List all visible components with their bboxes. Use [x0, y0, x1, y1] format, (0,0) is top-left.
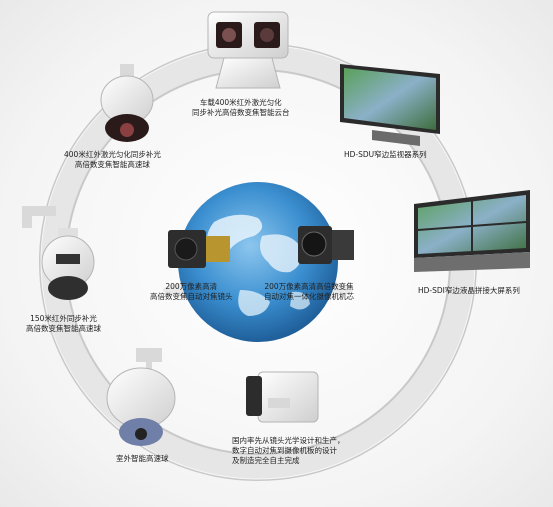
camera-module-icon — [298, 226, 354, 264]
globe-icon — [163, 182, 353, 342]
pan-tilt-caption: 车载400米红外激光匀化 同步补光高倍数变焦智能云台 — [192, 98, 290, 117]
module-left-caption: 200万像素高清 高倍数变焦自动对焦镜头 — [150, 282, 233, 301]
monitor-wall-icon — [340, 64, 440, 146]
dome-400-caption: 400米红外激光匀化同步补光 高倍数变焦智能高速球 — [64, 150, 161, 169]
pan-tilt-camera-icon — [207, 11, 289, 89]
module-right-caption: 200万像素高清高倍数变焦 自动对焦一体化摄像机机芯 — [264, 282, 354, 301]
outdoor-dome-caption: 室外智能高速球 — [116, 454, 169, 463]
monitor-wall-icon — [414, 190, 530, 272]
speed-dome-icon — [106, 348, 176, 446]
camera-module-icon — [168, 230, 230, 268]
dome-150-caption: 150米红外同步补光 高倍数变焦智能高速球 — [26, 314, 101, 333]
splice-wall-caption: HD-SDI窄边液晶拼接大屏系列 — [418, 286, 520, 295]
monitor-sdu-caption: HD-SDU窄边监视器系列 — [344, 150, 427, 159]
speed-dome-icon — [100, 64, 154, 142]
box-camera-caption: 国内率先从镜头光学设计和生产， 数字自动对焦到摄像机板的设计 及制造完全自主完成 — [232, 436, 345, 465]
speed-dome-icon — [22, 206, 95, 300]
box-camera-icon — [246, 371, 319, 423]
